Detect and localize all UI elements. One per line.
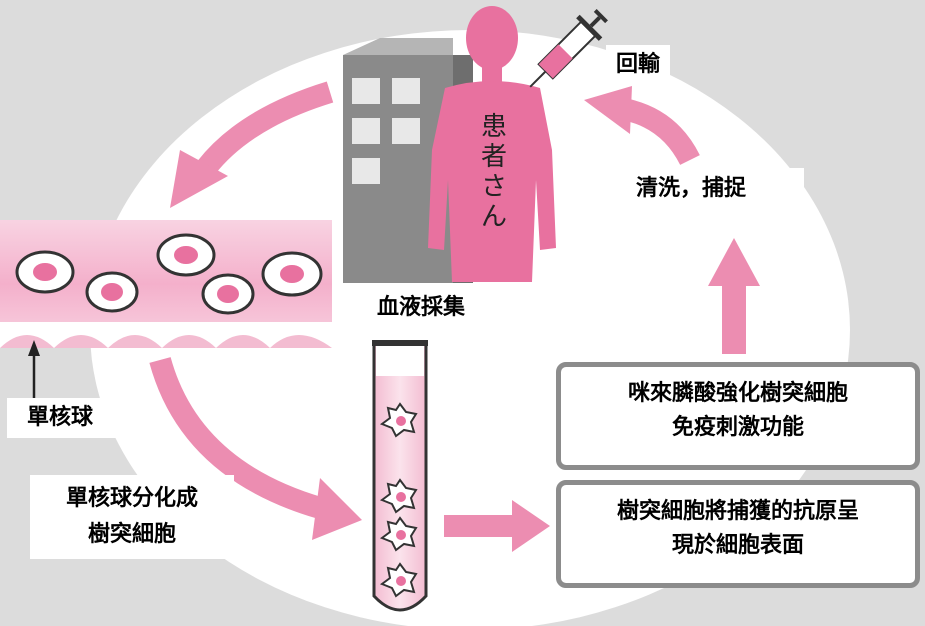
patient-label: 患 者 さ ん	[478, 112, 510, 232]
arrow-to-return	[584, 86, 700, 166]
differentiation-label: 單核球分化成 樹突細胞	[30, 475, 234, 559]
imiquimod-box-line: 免疫刺激功能	[671, 415, 804, 440]
antigen-box-line: 樹突細胞將捕獲的抗原呈	[616, 499, 859, 524]
monocyte-cell	[201, 273, 255, 315]
patient-label-char: 者	[480, 142, 507, 172]
dendritic-cell	[379, 562, 418, 598]
patient-label-char: 患	[480, 112, 507, 142]
arrow-to-vessel	[170, 81, 334, 208]
syringe-icon	[529, 9, 608, 88]
monocyte-cell	[85, 271, 139, 313]
monocyte-label: 單核球	[7, 398, 135, 438]
antigen-presentation-box: 樹突細胞將捕獲的抗原呈 現於細胞表面	[556, 480, 920, 588]
differentiation-line: 單核球分化成	[65, 486, 198, 511]
imiquimod-box: 咪來膦酸強化樹突細胞 免疫刺激功能	[556, 362, 920, 470]
blood-collection-label: 血液採集	[346, 290, 496, 326]
patient-silhouette-icon	[428, 6, 556, 282]
monocyte-pointer-arrow	[28, 340, 40, 398]
monocyte-cell	[261, 251, 323, 297]
arrow-up-to-wash	[708, 238, 760, 354]
dendritic-cell	[379, 402, 418, 438]
return-infusion-label: 回輸	[606, 45, 671, 85]
antigen-box-line: 現於細胞表面	[671, 533, 804, 558]
patient-label-char: ん	[480, 202, 507, 232]
monocyte-cell	[15, 250, 75, 294]
wash-capture-label: 清洗，捕捉	[626, 168, 804, 210]
imiquimod-box-line: 咪來膦酸強化樹突細胞	[627, 381, 848, 406]
dendritic-cell	[379, 516, 418, 552]
patient-label-char: さ	[480, 172, 507, 202]
monocyte-cell	[156, 233, 216, 277]
dendritic-cell	[379, 478, 418, 514]
differentiation-line: 樹突細胞	[87, 522, 176, 547]
arrow-to-antigen-box	[444, 500, 550, 552]
arrow-to-tube	[149, 356, 362, 540]
